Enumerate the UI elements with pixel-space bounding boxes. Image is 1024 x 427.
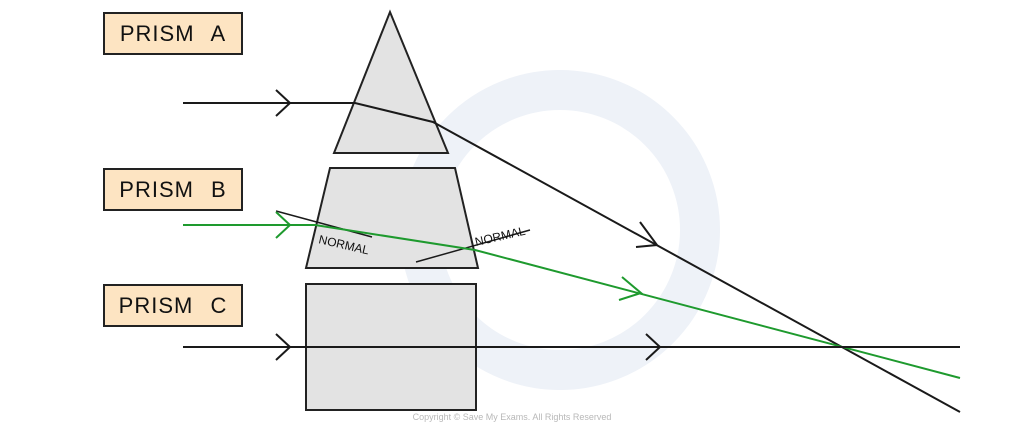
arrow-icon	[275, 333, 292, 361]
arrow-icon	[645, 333, 662, 361]
prism-b-trapezoid	[304, 167, 480, 269]
arrow-icon	[618, 276, 644, 301]
prism-a-label: PRISM A	[103, 12, 243, 55]
arrow-icon	[275, 89, 292, 117]
normal-line-2	[415, 229, 531, 263]
prism-c-label: PRISM C	[103, 284, 243, 327]
normal-line-1	[275, 210, 373, 238]
arrow-icon	[635, 221, 659, 248]
ray-b-green	[183, 224, 961, 379]
normal-label-2: NORMAL	[474, 224, 527, 249]
ray-a	[183, 102, 961, 413]
prism-a-triangle	[332, 9, 450, 154]
arrow-icon	[275, 211, 292, 239]
prism-b-label: PRISM B	[103, 168, 243, 211]
copyright-text: Copyright © Save My Exams. All Rights Re…	[412, 412, 612, 422]
